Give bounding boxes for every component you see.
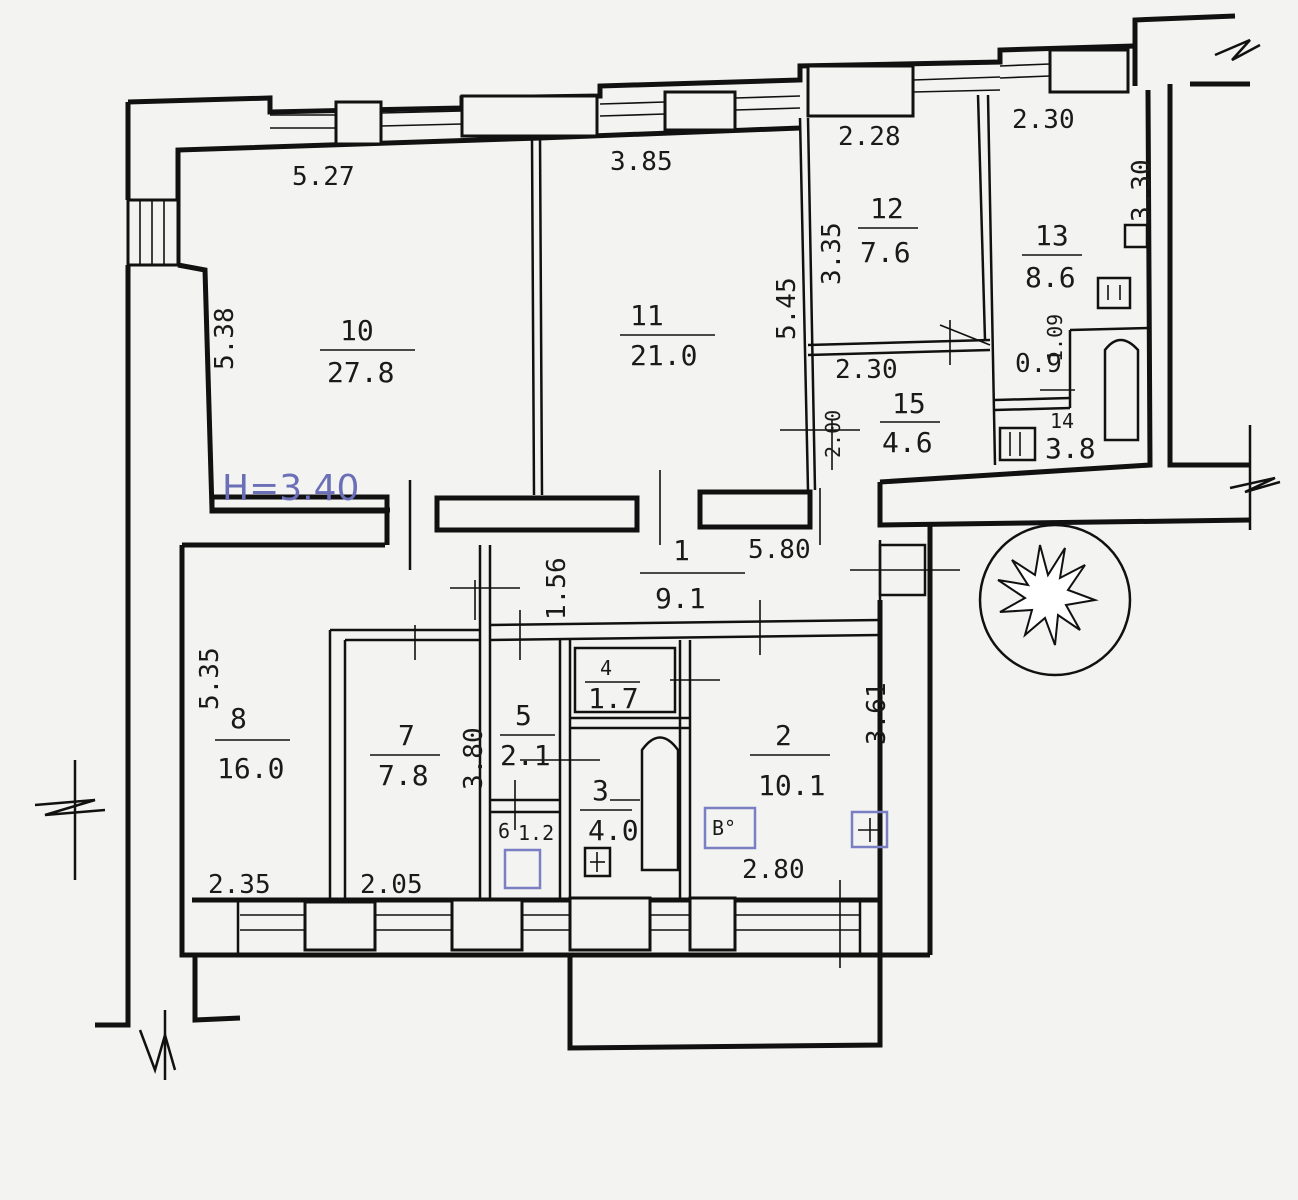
starburst-icon [997, 544, 1099, 646]
sink-icon-3 [583, 846, 612, 878]
meter-icon [1123, 223, 1149, 249]
dim-label: 5.27 [292, 162, 355, 192]
stair-marker [978, 523, 1132, 677]
room-number: 3 [592, 774, 609, 807]
dim-label: 3.80 [459, 727, 489, 790]
bathtub-icon-3 [640, 736, 680, 872]
room-number: 7 [398, 719, 415, 752]
bathtub-icon [1103, 338, 1140, 442]
ceiling-height-label: H=3.40 [222, 468, 359, 509]
room-4-label: 4 1.7 [585, 656, 640, 715]
fixtures: B° [503, 223, 1149, 890]
dim-label: 3.85 [610, 147, 673, 177]
dim-label: 2.00 [821, 410, 845, 458]
room-number: 15 [892, 387, 926, 420]
dim-label: 0.9 [1015, 349, 1062, 379]
dim-label: 2.35 [208, 870, 271, 900]
room-11-label: 11 21.0 [620, 299, 715, 372]
room-1-label: 1 9.1 [640, 534, 745, 615]
dim-label: 2.28 [838, 122, 901, 152]
room-number: 2 [775, 719, 792, 752]
sink-icon [1096, 276, 1132, 310]
room-area: 27.8 [327, 356, 394, 389]
room-3-label: 3 4.0 [580, 774, 639, 847]
room-area: 3.8 [1045, 432, 1096, 465]
interior-walls [209, 94, 1151, 900]
room-number: 4 [600, 656, 612, 680]
room-number: 6 [498, 819, 510, 843]
room-number: 12 [870, 192, 904, 225]
dim-label: 1.09 [1043, 314, 1067, 362]
room-area: 2.1 [500, 739, 551, 772]
boiler-icon [703, 806, 757, 850]
stove-icon [850, 810, 889, 849]
dim-label: 5.80 [748, 535, 811, 565]
room-area: 16.0 [217, 752, 284, 785]
room-number: 1 [673, 534, 690, 567]
dim-label: 2.80 [742, 855, 805, 885]
room-10-label: 10 27.8 [320, 314, 415, 389]
boiler-label: B° [712, 816, 736, 840]
room-area: 21.0 [630, 339, 697, 372]
dim-label: 2.05 [360, 870, 423, 900]
room-area: 7.8 [378, 759, 429, 792]
dim-label: 1.56 [542, 557, 572, 620]
room-number: 10 [340, 314, 374, 347]
room-area: 7.6 [860, 236, 911, 269]
room-number: 13 [1035, 219, 1069, 252]
break-symbols [34, 38, 1281, 1080]
dim-label: 2.30 [1012, 105, 1075, 135]
room-8-label: 8 16.0 [215, 702, 290, 785]
room-area: 8.6 [1025, 261, 1076, 294]
room-number: 11 [630, 299, 664, 332]
dim-label: 3.61 [862, 682, 892, 745]
room-area: 10.1 [758, 769, 825, 802]
room-13-label: 13 8.6 [1022, 219, 1082, 294]
room-15-label: 15 4.6 [880, 387, 940, 459]
dimension-labels: 5.27 3.85 2.28 2.30 0.9 2.30 5.80 2.35 2… [195, 105, 1157, 900]
dimension-ticks [414, 320, 1075, 968]
room-number: 8 [230, 702, 247, 735]
room-6-label: 6 1.2 [498, 819, 554, 845]
room-5-label: 5 2.1 [500, 699, 555, 772]
room-number: 14 [1050, 409, 1074, 433]
room-2-label: 2 10.1 [750, 719, 830, 802]
room-number: 5 [515, 699, 532, 732]
room-area: 4.6 [882, 426, 933, 459]
outer-walls [95, 13, 1251, 1051]
room-area: 1.7 [588, 682, 639, 715]
room-area: 9.1 [655, 582, 706, 615]
dim-label: 5.38 [210, 307, 240, 370]
room-7-label: 7 7.8 [370, 719, 440, 792]
dim-label: 2.30 [835, 355, 898, 385]
room-12-label: 12 7.6 [858, 192, 918, 269]
room-14-label: 14 3.8 [1045, 409, 1096, 465]
toilet-icon-6 [503, 848, 542, 890]
bottom-windows [236, 896, 862, 955]
room-area: 4.0 [588, 814, 639, 847]
room-area: 1.2 [518, 821, 554, 845]
dim-label: 3.30 [1127, 159, 1157, 222]
room-labels: 10 27.8 11 21.0 12 7.6 13 8.6 14 3.8 15 … [215, 192, 1096, 847]
dim-label: 5.45 [772, 277, 802, 340]
top-windows [126, 48, 1130, 267]
dim-label: 5.35 [195, 647, 225, 710]
toilet-icon [998, 426, 1037, 462]
dim-label: 3.35 [817, 222, 847, 285]
